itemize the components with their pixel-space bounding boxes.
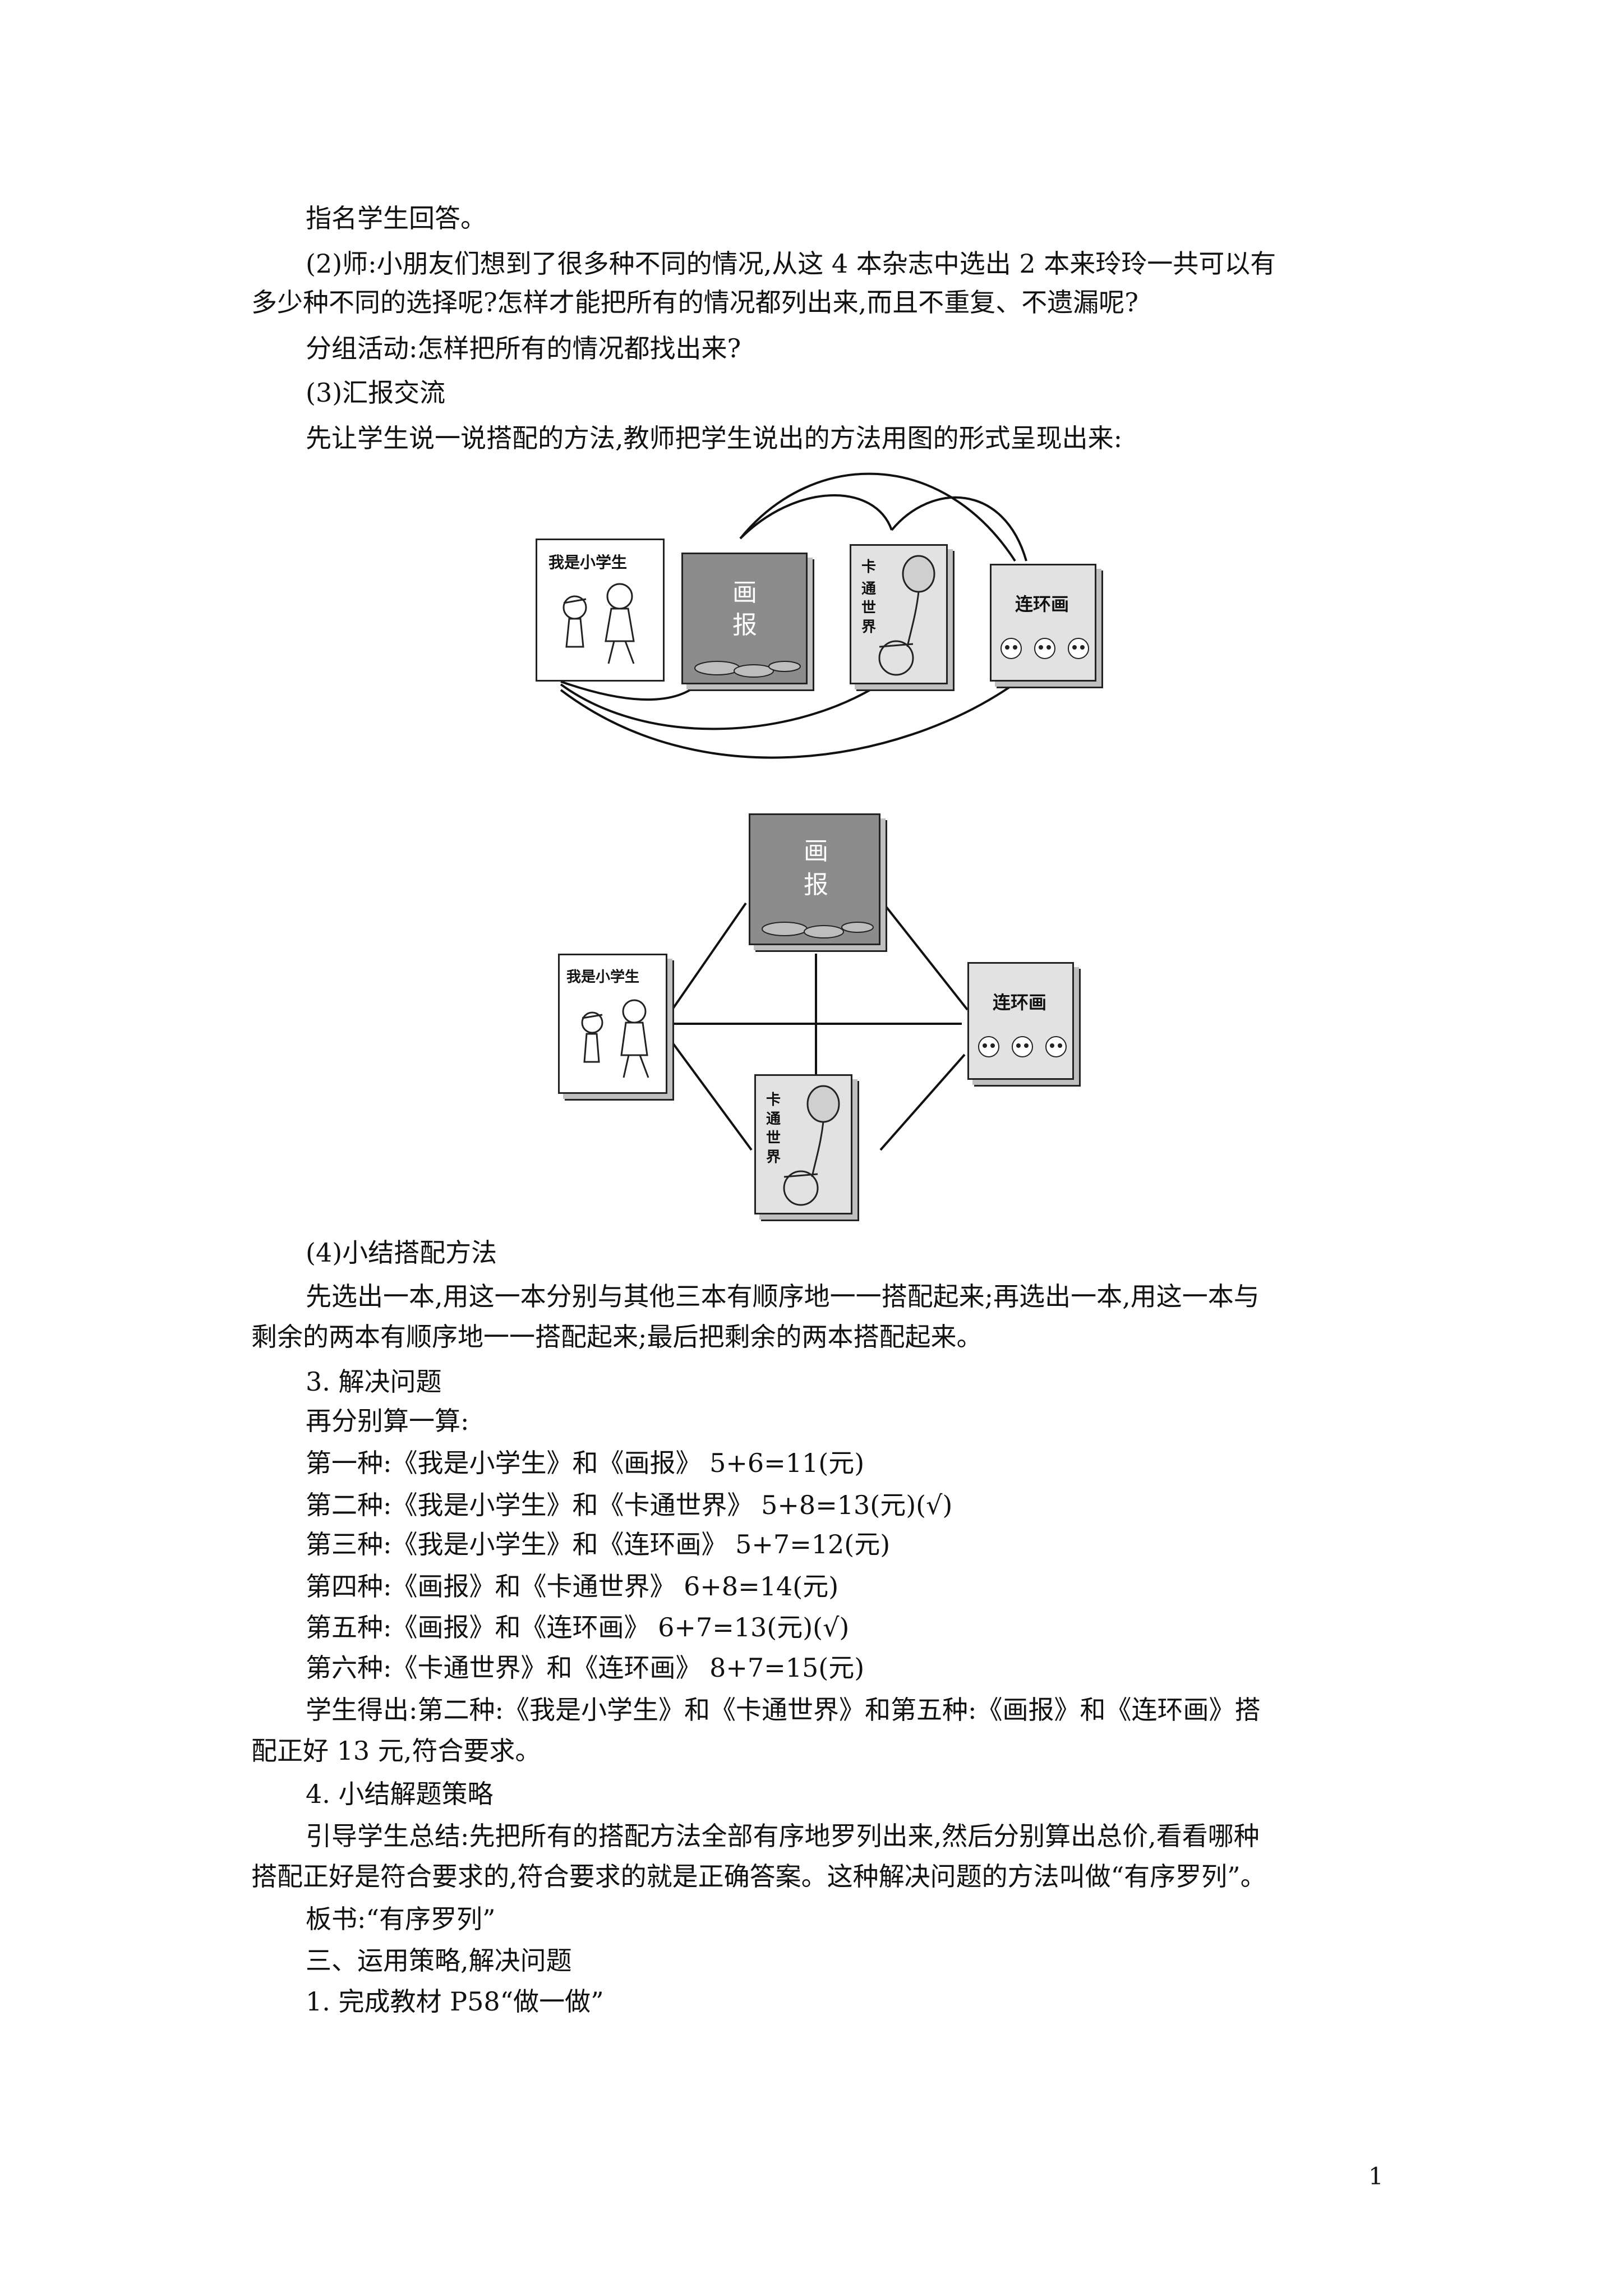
panda-icon	[978, 1036, 1067, 1057]
paragraph-line: (2)师:小朋友们想到了很多种不同的情况,从这 4 本杂志中选出 2 本来玲玲一…	[306, 249, 1276, 279]
book-title: 通	[766, 1111, 781, 1128]
calculation-line: 第五种:《画报》和《连环画》 6+7=13(元)(√)	[306, 1612, 850, 1642]
section-heading: (3)汇报交流	[306, 378, 446, 408]
paragraph-line: 1. 完成教材 P58“做一做”	[306, 1986, 604, 2017]
book-title: 报	[804, 871, 828, 899]
section-heading: (4)小结搭配方法	[306, 1237, 497, 1268]
section-heading: 三、运用策略,解决问题	[306, 1945, 572, 1976]
book-title: 连环画	[1015, 593, 1069, 615]
book-title: 世	[766, 1130, 781, 1147]
calculation-line: 第六种:《卡通世界》和《连环画》 8+7=15(元)	[306, 1653, 865, 1683]
book-hua-bao: 画 报	[749, 813, 880, 945]
children-illustration-icon	[562, 583, 635, 664]
paragraph-line: 多少种不同的选择呢?怎样才能把所有的情况都列出来,而且不重复、不遗漏呢?	[251, 287, 1138, 318]
paragraph-line: 配正好 13 元,符合要求。	[251, 1736, 541, 1766]
book-title: 卡	[861, 559, 877, 576]
book-title: 画	[804, 837, 828, 866]
book-title: 世	[861, 600, 877, 616]
book-wo-shi-xiao-xuesheng: 我是小学生	[558, 954, 667, 1094]
calculation-line: 第三种:《我是小学生》和《连环画》 5+7=12(元)	[306, 1529, 891, 1559]
section-heading: 3. 解决问题	[306, 1366, 442, 1397]
book-title: 连环画	[993, 992, 1047, 1013]
lotus-leaf-icon	[694, 661, 801, 678]
paragraph-line: 再分别算一算:	[306, 1406, 469, 1436]
paragraph-line: 引导学生总结:先把所有的搭配方法全部有序地罗列出来,然后分别算出总价,看看哪种	[306, 1821, 1260, 1851]
paragraph-line: 搭配正好是符合要求的,符合要求的就是正确答案。这种解决问题的方法叫做“有序罗列”…	[251, 1861, 1266, 1892]
book-hua-bao: 画 报	[681, 553, 808, 684]
paragraph-line: 先让学生说一说搭配的方法,教师把学生说出的方法用图的形式呈现出来:	[306, 423, 1123, 453]
book-title: 报	[732, 611, 757, 639]
book-lian-huan-hua: 连环画	[990, 564, 1096, 682]
panda-icon	[1000, 638, 1089, 659]
paragraph-line: 先选出一本,用这一本分别与其他三本有顺序地一一搭配起来;再选出一本,用这一本与	[306, 1281, 1260, 1312]
book-ka-tong-shi-jie: 卡 通 世 界	[850, 544, 948, 684]
book-title: 画	[732, 578, 757, 607]
children-illustration-icon	[581, 999, 649, 1078]
book-ka-tong-shi-jie: 卡 通 世 界	[754, 1074, 852, 1214]
book-title: 卡	[766, 1092, 781, 1108]
paragraph-line: 剩余的两本有顺序地一一搭配起来;最后把剩余的两本搭配起来。	[251, 1322, 983, 1352]
paragraph-line: 学生得出:第二种:《我是小学生》和《卡通世界》和第五种:《画报》和《连环画》搭	[306, 1695, 1261, 1725]
book-title: 界	[766, 1149, 781, 1166]
book-title: 我是小学生	[548, 553, 628, 572]
book-title: 界	[861, 619, 877, 636]
section-heading: 4. 小结解题策略	[306, 1779, 494, 1809]
book-wo-shi-xiao-xuesheng: 我是小学生	[536, 539, 665, 682]
page-number: 1	[1368, 2162, 1384, 2190]
paragraph-line: 指名学生回答。	[306, 203, 486, 233]
balloon-clown-icon	[878, 555, 935, 676]
book-lian-huan-hua: 连环画	[967, 962, 1074, 1080]
paragraph-line: 分组活动:怎样把所有的情况都找出来?	[306, 333, 741, 364]
lotus-leaf-icon	[762, 922, 874, 938]
calculation-line: 第二种:《我是小学生》和《卡通世界》 5+8=13(元)(√)	[306, 1490, 953, 1520]
calculation-line: 第一种:《我是小学生》和《画报》 5+6=11(元)	[306, 1448, 865, 1478]
balloon-clown-icon	[783, 1085, 840, 1206]
book-title: 通	[861, 581, 877, 597]
book-title: 我是小学生	[566, 969, 640, 986]
paragraph-line: 板书:“有序罗列”	[306, 1904, 496, 1934]
calculation-line: 第四种:《画报》和《卡通世界》 6+8=14(元)	[306, 1571, 839, 1602]
